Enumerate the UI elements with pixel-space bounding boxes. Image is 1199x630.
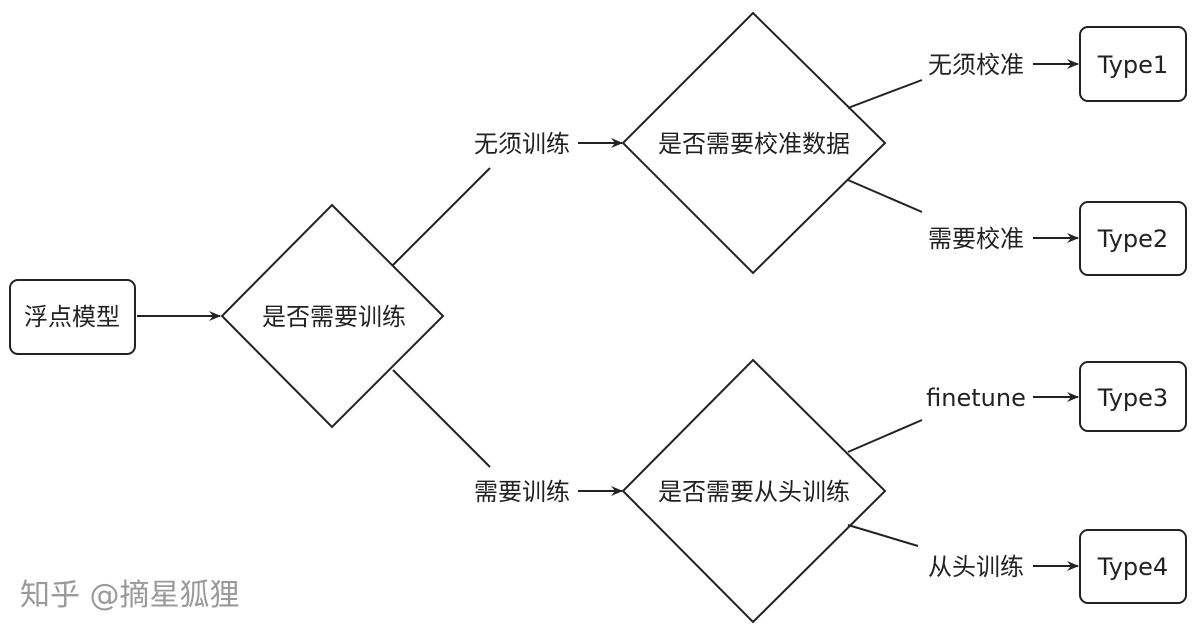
edge-line	[847, 419, 923, 453]
node-label: 是否需要从头训练	[658, 478, 850, 506]
edge-line	[847, 524, 919, 547]
edge-line	[847, 79, 923, 109]
decision-need-training: 是否需要训练	[220, 203, 445, 429]
edge-line	[847, 179, 923, 213]
edge-label-need-train: 需要训练	[474, 478, 570, 506]
edge-label-no-train: 无须训练	[474, 130, 570, 158]
edge-label-from-scratch: 从头训练	[928, 553, 1024, 581]
node-label: 是否需要校准数据	[658, 130, 850, 158]
node-label: Type3	[1097, 384, 1168, 412]
edge-line	[392, 369, 491, 468]
node-float-model: 浮点模型	[9, 279, 136, 355]
edge-line	[392, 167, 491, 266]
node-label: 是否需要训练	[262, 303, 406, 331]
decision-train-from-scratch: 是否需要从头训练	[621, 358, 887, 624]
node-type4: Type4	[1079, 529, 1187, 604]
node-label: 浮点模型	[24, 303, 120, 331]
decision-need-calibration: 是否需要校准数据	[621, 11, 887, 275]
node-type2: Type2	[1079, 201, 1187, 276]
edge-label-finetune: finetune	[926, 384, 1026, 412]
node-type1: Type1	[1079, 26, 1187, 102]
node-label: Type4	[1097, 553, 1168, 581]
node-type3: Type3	[1079, 361, 1187, 432]
watermark: 知乎 @摘星狐狸	[20, 578, 240, 613]
node-label: Type1	[1097, 51, 1168, 79]
edge-label-need-calib: 需要校准	[928, 225, 1024, 253]
node-label: Type2	[1097, 225, 1168, 253]
edge-label-no-calib: 无须校准	[928, 51, 1024, 79]
